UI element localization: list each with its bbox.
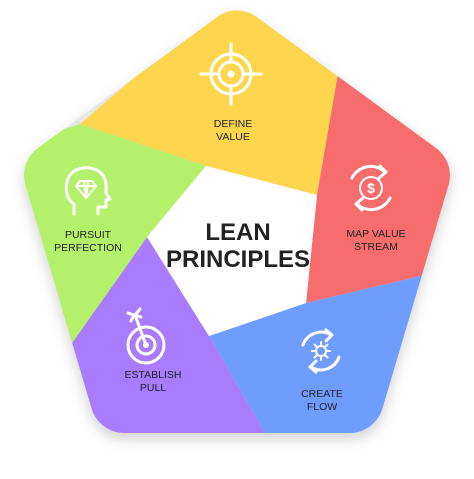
label-define-value-line1: DEFINE <box>214 118 253 130</box>
label-define-value-line2: VALUE <box>216 131 250 143</box>
segment-define-value[interactable] <box>80 0 340 195</box>
label-pursuit-perfection-line2: PERFECTION <box>54 242 122 254</box>
center-area <box>147 166 317 336</box>
label-establish-pull-line1: ESTABLISH <box>125 369 182 381</box>
segment-establish-pull[interactable] <box>60 237 292 474</box>
label-establish-pull-line2: PULL <box>140 382 166 394</box>
center-title-line1: LEAN <box>205 219 270 246</box>
target-icon <box>199 42 263 106</box>
label-create-flow-line2: FLOW <box>307 401 337 413</box>
head-diamond-icon <box>64 166 112 216</box>
label-create-flow-line1: CREATE <box>301 388 343 400</box>
label-map-value-stream-line1: MAP VALUE <box>346 228 405 240</box>
dartboard-icon <box>126 307 166 365</box>
dollar-cycle-icon: $ <box>350 164 392 212</box>
svg-text:$: $ <box>367 180 375 196</box>
label-map-value-stream-line2: STREAM <box>354 241 398 253</box>
gear-cycle-icon <box>301 328 341 374</box>
center-title-line2: PRINCIPLES <box>166 246 310 273</box>
label-pursuit-perfection-line1: PURSUIT <box>65 229 112 241</box>
